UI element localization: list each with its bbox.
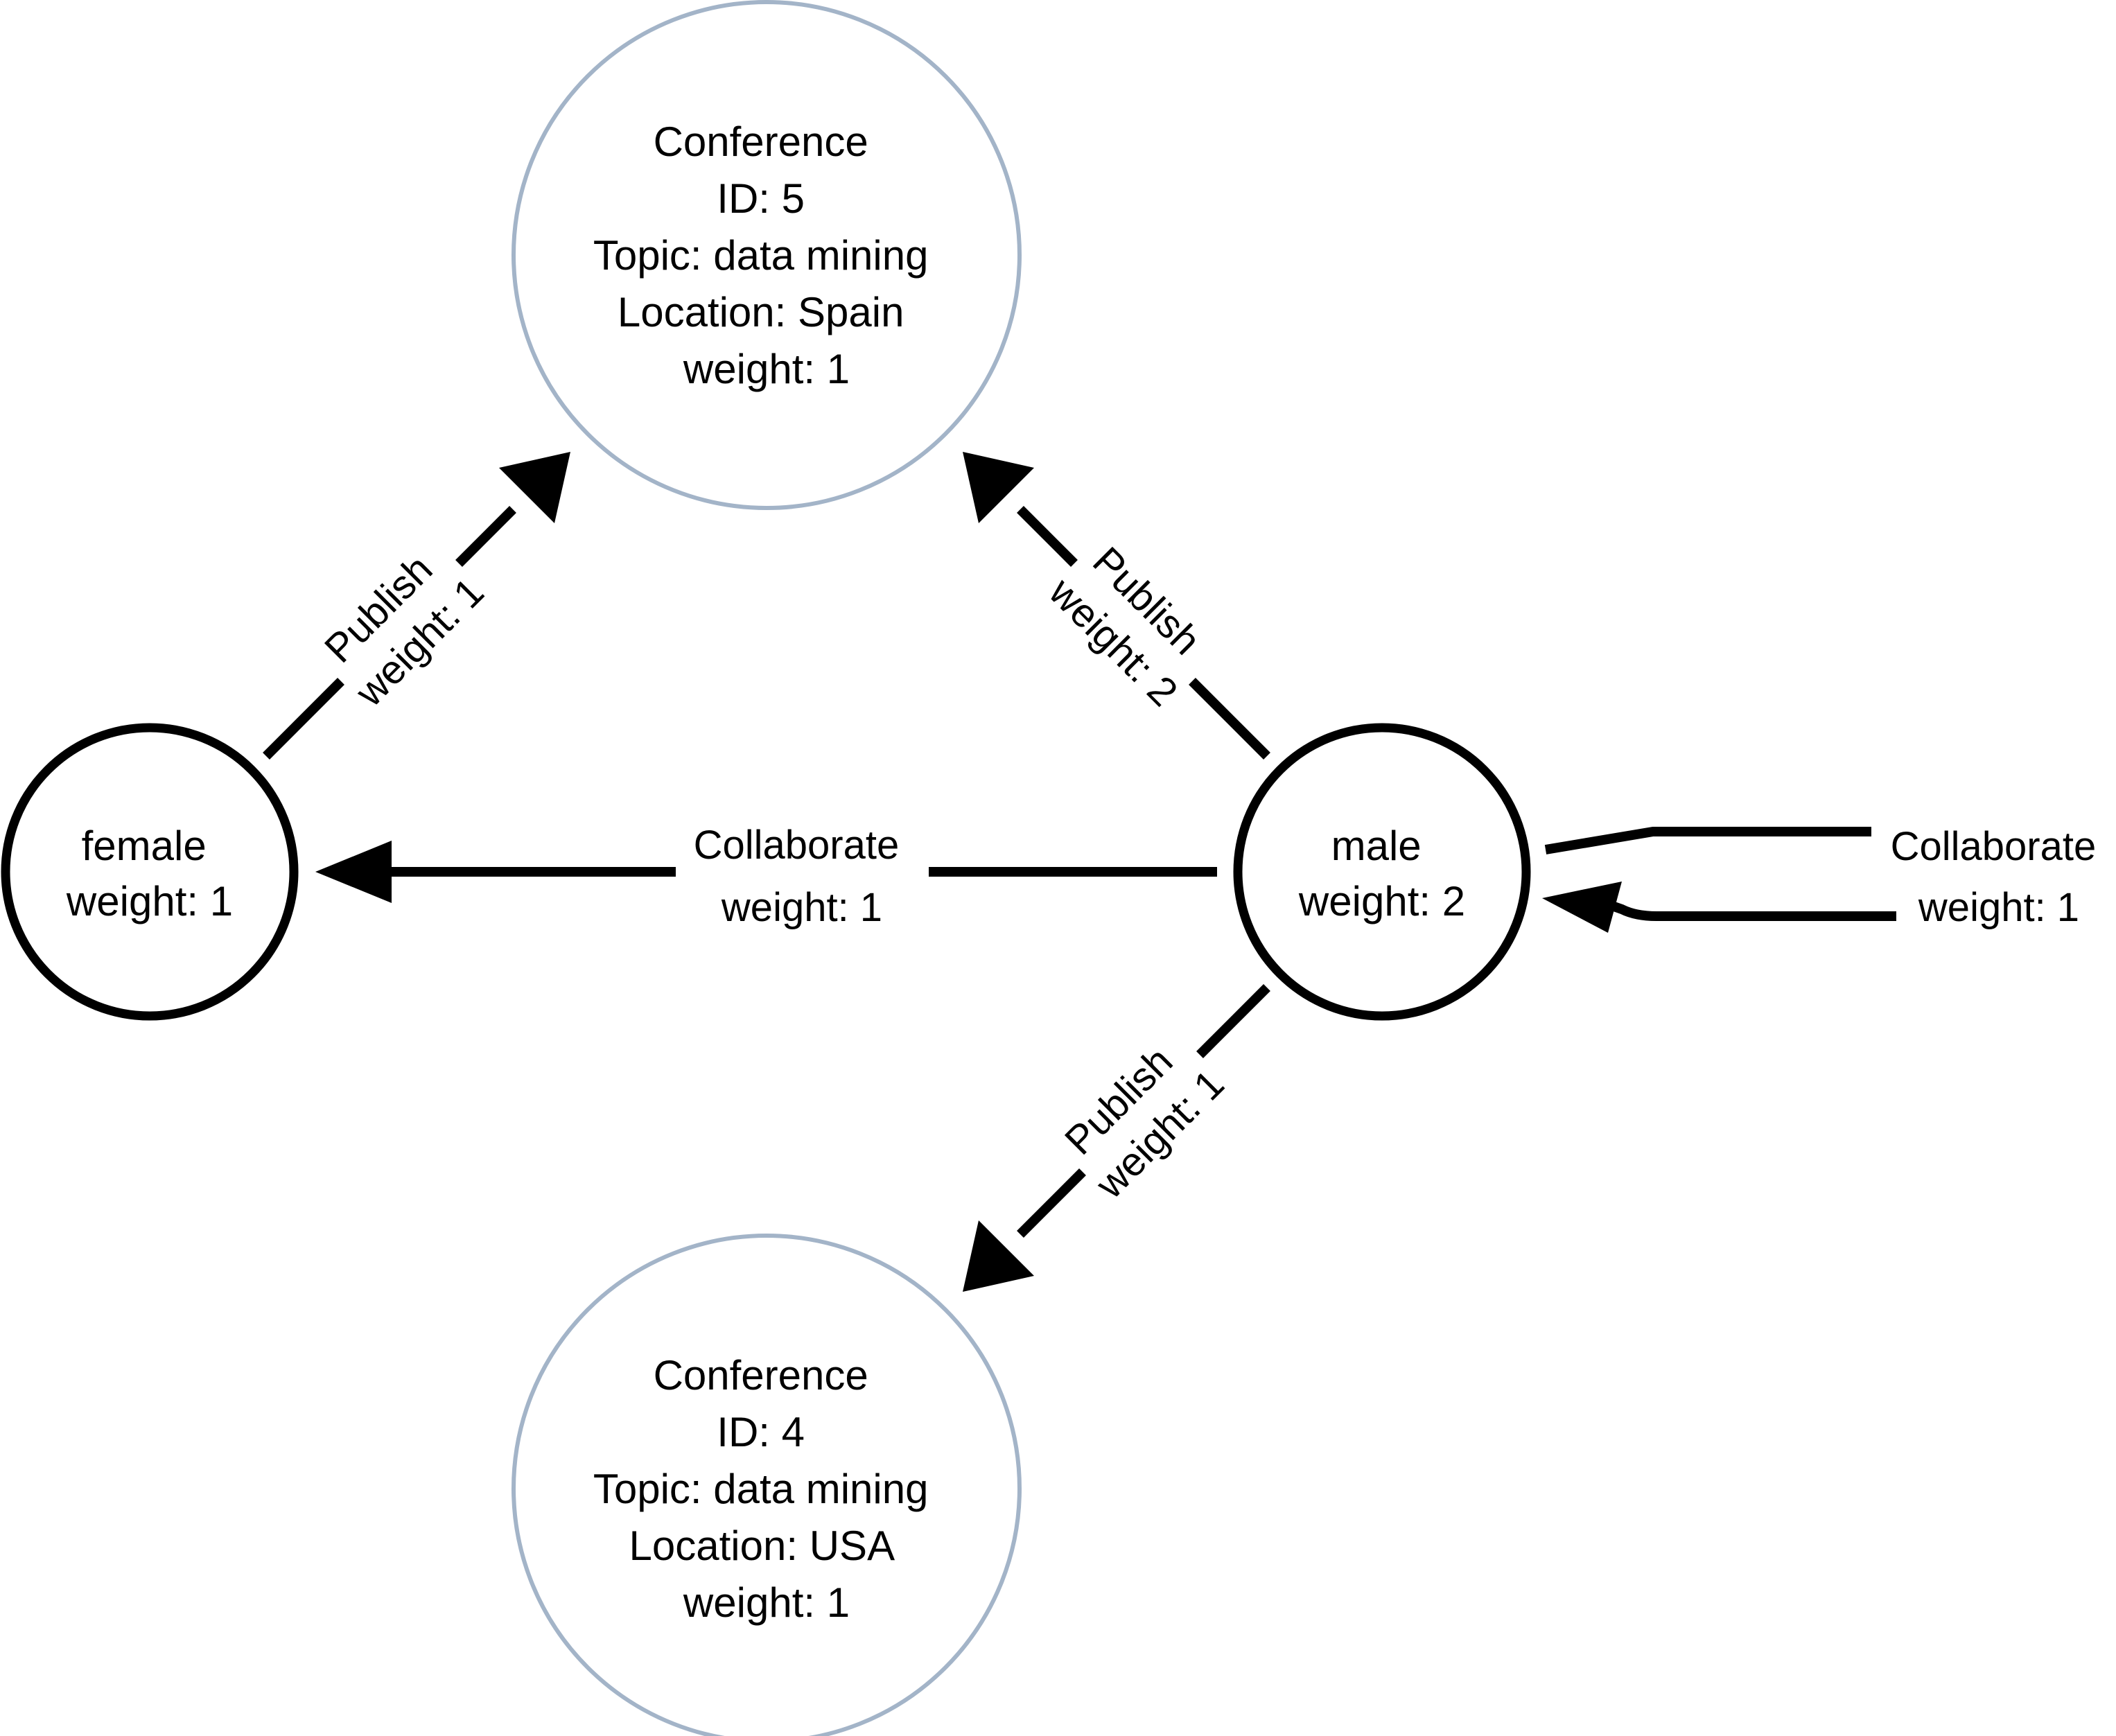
node-conference-4-circle (511, 1234, 1022, 1736)
node-female-label: female weight: 1 (66, 823, 233, 924)
node-label-line: weight: 1 (66, 878, 233, 924)
edge-label-line: weight: 1 (1918, 885, 2079, 930)
arrowhead-icon (963, 452, 1034, 523)
arrowhead-icon (1542, 882, 1622, 933)
node-label-line: female (82, 823, 207, 869)
node-conference-5-label: Conference ID: 5 Topic: data mining Loca… (593, 119, 940, 392)
node-label-line: Conference (654, 1352, 868, 1399)
node-conference-4-label: Conference ID: 4 Topic: data mining Loca… (593, 1352, 940, 1626)
node-male-circle (1233, 723, 1531, 1021)
node-label-line: ID: 4 (717, 1409, 805, 1455)
arrowhead-icon (499, 452, 570, 523)
arrowhead-icon (315, 841, 392, 903)
edge-label-line: Collaborate (1891, 824, 2097, 869)
node-label-line: weight: 1 (683, 346, 850, 392)
node-label-line: weight: 2 (1298, 878, 1465, 924)
node-female-circle (1, 723, 299, 1021)
node-male-label: male weight: 2 (1298, 823, 1465, 924)
edge-male-self-collaborate[interactable]: Collaborate weight: 1 (1542, 824, 2107, 933)
node-label-line: male (1331, 823, 1422, 869)
arrowhead-icon (963, 1220, 1034, 1292)
node-label-line: Conference (654, 119, 868, 165)
edge-label-line: Collaborate (694, 823, 900, 868)
node-conference-4[interactable]: Conference ID: 4 Topic: data mining Loca… (511, 1234, 1022, 1736)
edge-line-segment (1544, 827, 1871, 854)
edge-line-segment (1189, 678, 1270, 760)
edge-line-segment (263, 678, 344, 760)
node-label-line: Topic: data mining (593, 1466, 929, 1512)
edge-line-segment (1017, 1168, 1086, 1238)
edge-line-segment (1606, 900, 1896, 921)
node-label-line: Topic: data mining (593, 232, 929, 279)
node-conference-5[interactable]: Conference ID: 5 Topic: data mining Loca… (511, 0, 1022, 510)
edge-male-self-collaborate-label: Collaborate weight: 1 (1891, 824, 2108, 930)
edge-line-segment (1196, 984, 1270, 1058)
node-label-line: Location: USA (629, 1523, 895, 1569)
edge-line-segment (455, 506, 516, 567)
node-label-line: ID: 5 (717, 175, 805, 222)
node-label-line: weight: 1 (683, 1579, 850, 1626)
edge-male-publish-conf5[interactable]: Publish weight: 2 (963, 452, 1270, 760)
node-male[interactable]: male weight: 2 (1233, 723, 1531, 1021)
edge-label-line: weight: 1 (721, 885, 882, 930)
node-female[interactable]: female weight: 1 (1, 723, 299, 1021)
edge-line-segment (1017, 506, 1078, 567)
edge-male-collaborate-female-label: Collaborate weight: 1 (694, 823, 911, 930)
node-label-line: Location: Spain (618, 289, 904, 335)
edge-male-publish-conf4[interactable]: Publish weight: 1 (963, 984, 1270, 1292)
node-conference-5-circle (511, 0, 1022, 510)
edge-male-collaborate-female[interactable]: Collaborate weight: 1 (315, 823, 1217, 930)
edge-female-publish-conf5[interactable]: Publish weight: 1 (263, 452, 570, 760)
